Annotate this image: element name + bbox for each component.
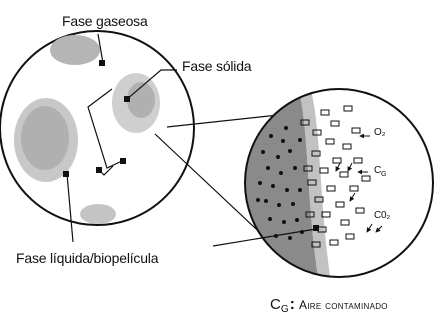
- co2-label: C0₂: [374, 210, 390, 221]
- legend-separator: :: [290, 296, 295, 313]
- solid-marker: [124, 96, 130, 102]
- particle-left-core: [21, 106, 69, 170]
- legend: CG: Aire contaminado: [270, 296, 388, 315]
- legend-text: Aire contaminado: [299, 298, 388, 312]
- liquid-phase-label: Fase líquida/biopelícula: [16, 250, 158, 266]
- solid-phase-label: Fase sólida: [182, 58, 251, 74]
- liquid-marker: [63, 171, 69, 177]
- cg-label: CG: [374, 165, 386, 178]
- legend-symbol: CG: [270, 296, 289, 313]
- gas-marker: [99, 60, 105, 66]
- particle-top: [50, 35, 100, 65]
- o2-label: O₂: [374, 127, 385, 138]
- gas-phase-label: Fase gaseosa: [62, 13, 148, 29]
- zoom-circle: [245, 80, 433, 290]
- connector-marker-2: [120, 158, 126, 164]
- particle-bottom: [80, 204, 116, 224]
- liquid-zoom-marker: [313, 225, 319, 231]
